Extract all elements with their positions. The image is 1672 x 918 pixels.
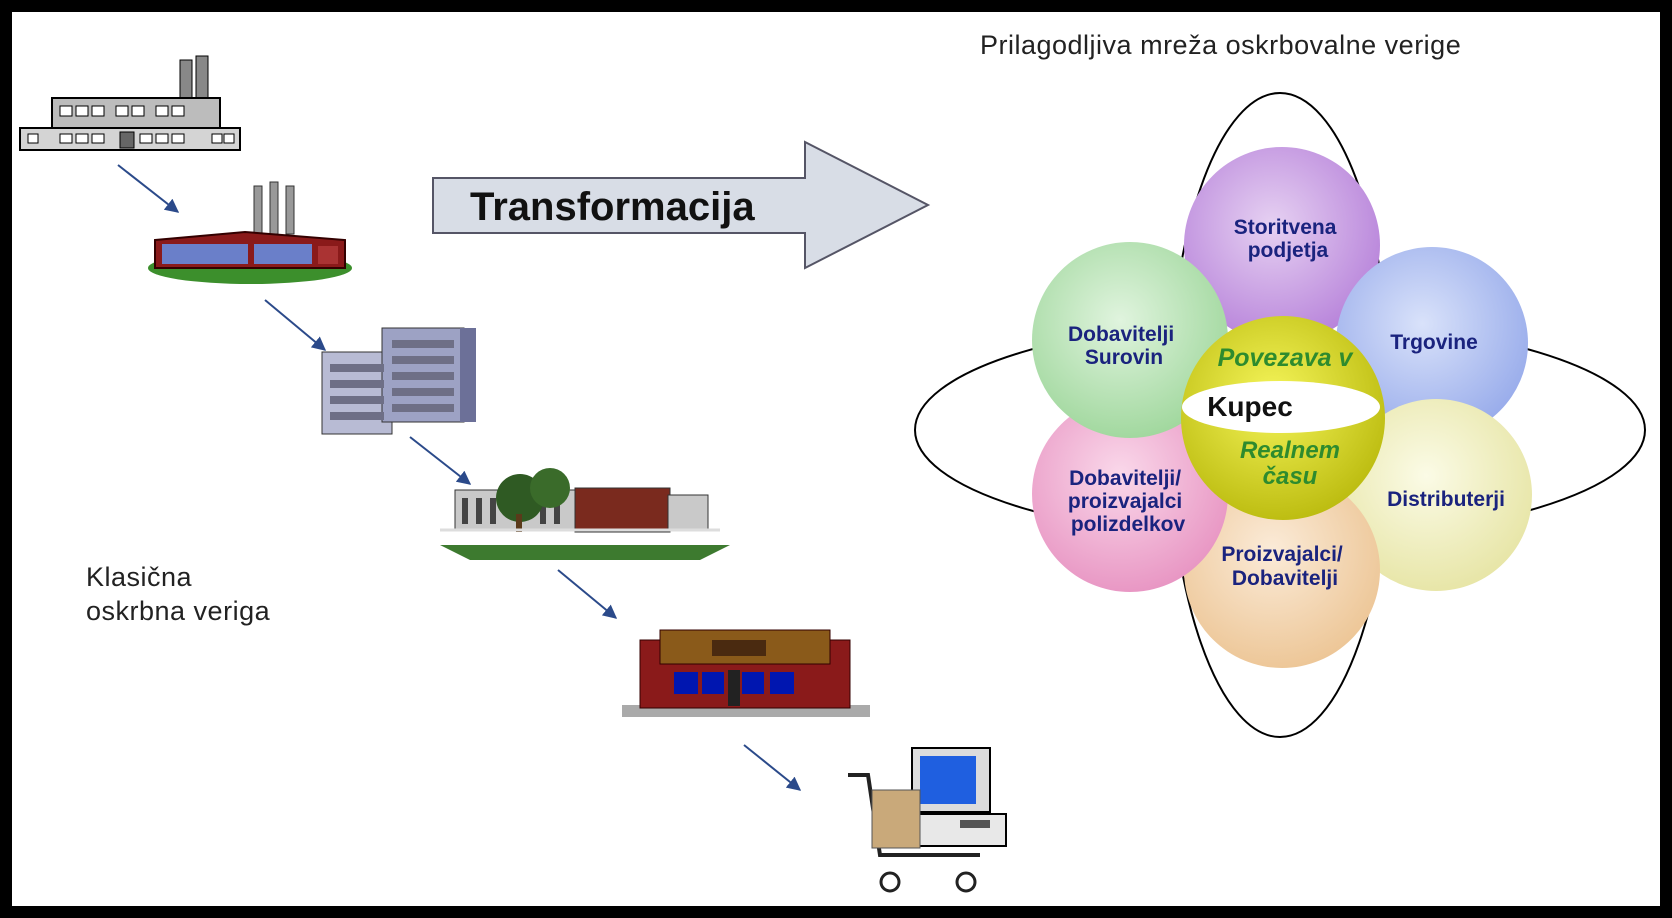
- hub-kupec: Povezava v Kupec Realnem času: [1181, 316, 1385, 520]
- petal-label: Proizvajalci/: [1221, 543, 1343, 566]
- factory-icon: [19, 55, 241, 151]
- petal-label: Dobavitelji: [1068, 323, 1174, 346]
- chain-arrow: [743, 744, 802, 791]
- shopping-cart-computer-icon: [848, 747, 1007, 893]
- hub-top-text: Povezava v: [1218, 344, 1355, 372]
- hub-bottom-text: Realnem: [1240, 437, 1340, 464]
- petal-label: Trgovine: [1390, 331, 1478, 354]
- petal-trgovine: Trgovine: [1336, 247, 1528, 439]
- distribution-center-icon: [440, 468, 730, 560]
- petal-storitvena: Storitvena podjetja: [1184, 147, 1380, 343]
- chain-arrows: [117, 164, 802, 791]
- svg-text:Dobavitelji/ proizvajalc: Dobavitelji/ proizvajalci polizdelkov: [1068, 467, 1188, 536]
- hub-bottom-text: času: [1263, 463, 1318, 490]
- petal-surovine: Dobavitelji Surovin: [1032, 242, 1228, 438]
- chain-arrow: [409, 436, 472, 485]
- chain-arrow: [557, 569, 618, 619]
- petal-proizvajalci: Proizvajalci/ Dobavitelji: [1184, 472, 1380, 668]
- petal-label: proizvajalci: [1068, 490, 1182, 513]
- chain-arrow: [117, 164, 180, 213]
- petal-label: polizdelkov: [1071, 513, 1186, 536]
- store-icon: [622, 629, 870, 717]
- plant-icon: [148, 181, 352, 284]
- petal-label: Surovin: [1085, 346, 1163, 369]
- hub-band: [1182, 381, 1380, 433]
- petal-label: Dobavitelji: [1232, 567, 1338, 590]
- petal-distributerji: Distributerji: [1340, 399, 1532, 591]
- petal-polizdelki: Dobavitelji/ proizvajalci polizdelkov: [1032, 396, 1228, 592]
- transform-arrow: Transformacija: [432, 140, 931, 270]
- transform-label: Transformacija: [470, 185, 755, 229]
- hub-label: Kupec: [1207, 391, 1293, 422]
- svg-text:Storitvena podjetja: Storitvena podjetja: [1234, 216, 1343, 262]
- classic-chain-title: Klasična oskrbna veriga: [86, 562, 271, 626]
- petal-label: Dobavitelji/: [1069, 467, 1181, 490]
- svg-text:Proizvajalci/ Dobavitelj: Proizvajalci/ Dobavitelji: [1221, 543, 1348, 590]
- chain-arrow: [264, 299, 327, 351]
- petal-label: Distributerji: [1387, 488, 1505, 511]
- petal-label: podjetja: [1248, 239, 1329, 262]
- svg-text:Dobavitelji Surovin: Dobavitelji Surovin: [1068, 323, 1180, 369]
- petal-label: Storitvena: [1234, 216, 1337, 239]
- warehouse-icon: [321, 327, 476, 435]
- network-title: Prilagodljiva mreža oskrbovalne verige: [980, 30, 1462, 60]
